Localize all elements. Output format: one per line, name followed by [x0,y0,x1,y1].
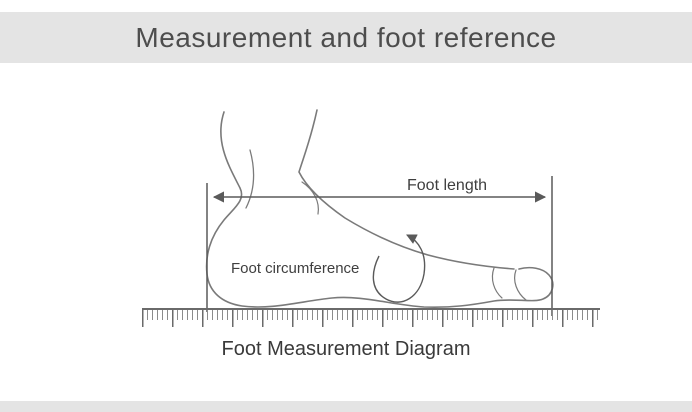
page-title: Measurement and foot reference [135,21,557,53]
toe-detail-line-2 [491,267,503,299]
toe-detail-line-1 [514,269,527,301]
ankle-bone-curve [301,181,319,215]
ankle-detail-line [245,149,255,209]
circumference-arrow [372,234,426,303]
diagram-caption: Foot Measurement Diagram [221,338,471,360]
ruler [142,308,600,330]
foot-outline-instep [298,109,515,270]
foot-circumference-label: Foot circumference [231,260,360,277]
foot-length-label: Foot length [407,177,488,194]
footer-bar [0,401,692,412]
foot-outline-sole [205,111,554,308]
header-banner: Measurement and foot reference [0,12,692,63]
